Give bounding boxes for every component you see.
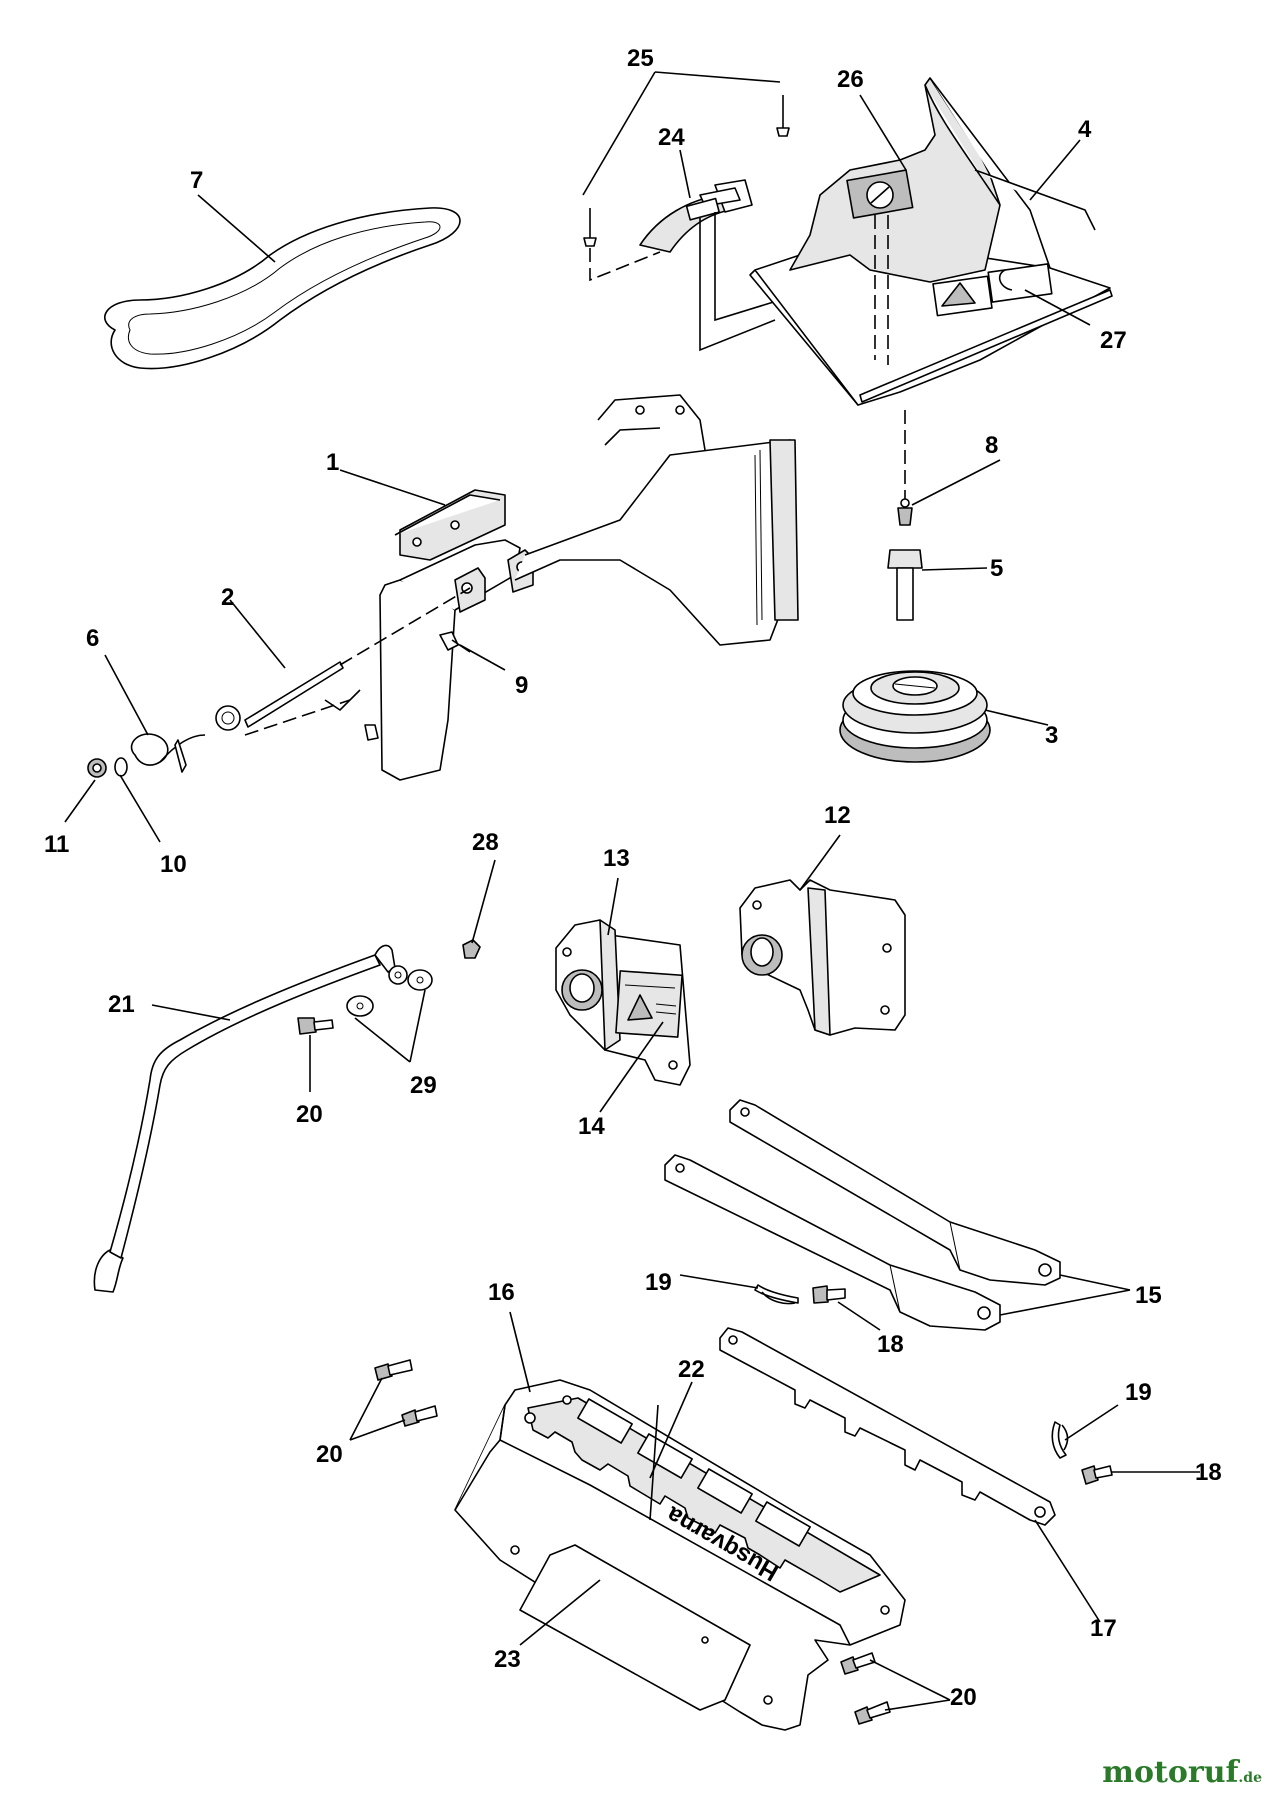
label-16: 16 bbox=[488, 1279, 515, 1306]
rivet-left bbox=[583, 208, 597, 247]
front-guard-16: Husqvarna bbox=[454, 1379, 906, 1731]
label-20-upper: 20 bbox=[296, 1101, 323, 1128]
rivet-right bbox=[776, 95, 790, 137]
arm-15-upper bbox=[729, 1099, 1061, 1286]
pin-18-upper bbox=[812, 1285, 846, 1304]
leader-lines bbox=[64, 71, 1200, 1711]
label-2: 2 bbox=[221, 584, 234, 611]
label-5: 5 bbox=[990, 555, 1003, 582]
nut-11 bbox=[87, 758, 107, 778]
label-19-upper: 19 bbox=[645, 1269, 672, 1296]
grease-fitting bbox=[897, 498, 913, 526]
label-17: 17 bbox=[1090, 1615, 1117, 1642]
bearing-plate-12 bbox=[739, 879, 906, 1036]
pulley bbox=[839, 670, 991, 763]
hairpin-19-lower bbox=[1051, 1421, 1069, 1459]
label-7: 7 bbox=[190, 167, 203, 194]
label-28: 28 bbox=[472, 829, 499, 856]
label-24: 24 bbox=[658, 124, 685, 151]
bolt-20-left-b bbox=[401, 1405, 438, 1427]
label-12: 12 bbox=[824, 802, 851, 829]
label-22: 22 bbox=[678, 1356, 705, 1383]
watermark-logo: motoruf.de bbox=[1102, 1755, 1262, 1790]
pin-18-lower bbox=[1081, 1465, 1113, 1485]
lock-pin-lanyard bbox=[130, 733, 206, 773]
label-9: 9 bbox=[515, 672, 528, 699]
bolt-20-left-a bbox=[374, 1359, 413, 1381]
bolt-20-bottom-a bbox=[840, 1652, 876, 1675]
label-29: 29 bbox=[410, 1072, 437, 1099]
watermark-name: motoruf bbox=[1102, 1755, 1239, 1790]
toothed-bar-17 bbox=[719, 1327, 1056, 1526]
label-21: 21 bbox=[108, 991, 135, 1018]
label-14: 14 bbox=[578, 1113, 605, 1140]
label-10: 10 bbox=[160, 851, 187, 878]
label-19-lower: 19 bbox=[1125, 1379, 1152, 1406]
label-15: 15 bbox=[1135, 1282, 1162, 1309]
label-23: 23 bbox=[494, 1646, 521, 1673]
nut-28 bbox=[462, 939, 481, 959]
latch-handle bbox=[639, 179, 753, 253]
label-8: 8 bbox=[985, 432, 998, 459]
bearing-plate-13 bbox=[555, 919, 691, 1086]
label-26: 26 bbox=[837, 66, 864, 93]
watermark-tld: .de bbox=[1238, 1770, 1262, 1786]
label-27: 27 bbox=[1100, 327, 1127, 354]
washer-10 bbox=[114, 757, 128, 777]
control-rod bbox=[215, 661, 344, 731]
chute-deflector bbox=[749, 77, 1113, 406]
washers-29 bbox=[346, 969, 433, 1017]
label-1: 1 bbox=[326, 449, 339, 476]
chute-bracket bbox=[364, 394, 799, 781]
part-labels: 1 2 3 4 5 6 7 8 9 10 11 12 13 14 15 16 1… bbox=[44, 45, 1222, 1711]
bolt-20-bottom-b bbox=[854, 1701, 891, 1725]
shaft-bolt bbox=[887, 549, 923, 621]
arm-15-lower bbox=[664, 1154, 1001, 1331]
label-6: 6 bbox=[86, 625, 99, 652]
label-18-lower: 18 bbox=[1195, 1459, 1222, 1486]
label-25: 25 bbox=[627, 45, 654, 72]
label-20-bottom: 20 bbox=[950, 1684, 977, 1711]
cable-21 bbox=[93, 944, 408, 1293]
drive-belt bbox=[104, 207, 461, 370]
hairpin-19-upper bbox=[754, 1284, 799, 1305]
label-20-left: 20 bbox=[316, 1441, 343, 1468]
label-13: 13 bbox=[603, 845, 630, 872]
label-3: 3 bbox=[1045, 722, 1058, 749]
label-18-upper: 18 bbox=[877, 1331, 904, 1358]
bolt-20-upper bbox=[297, 1017, 334, 1035]
label-4: 4 bbox=[1078, 116, 1092, 143]
label-11: 11 bbox=[44, 831, 69, 858]
